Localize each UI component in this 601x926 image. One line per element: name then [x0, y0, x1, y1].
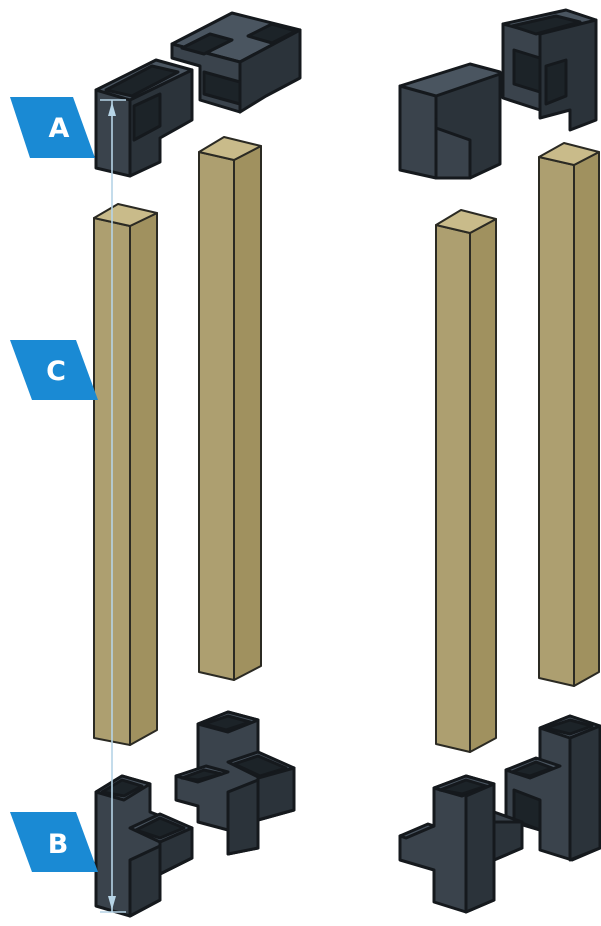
post-left-front: [94, 204, 157, 745]
post-right-front: [436, 210, 496, 752]
tag-a: A: [10, 97, 95, 158]
tag-b-label: B: [48, 829, 69, 860]
tag-a-label: A: [49, 113, 70, 144]
connector-top-front-left: [96, 60, 192, 176]
post-left-back: [199, 137, 261, 680]
connector-bottom-back-left: [176, 712, 294, 854]
connector-bottom-front-right: [400, 776, 522, 912]
connector-top-back-right: [503, 10, 596, 130]
post-right-back: [539, 143, 599, 686]
connector-top-front-right: [400, 64, 500, 178]
tag-b: B: [10, 812, 98, 872]
tag-c-label: C: [46, 356, 66, 387]
tag-c: C: [10, 340, 98, 400]
